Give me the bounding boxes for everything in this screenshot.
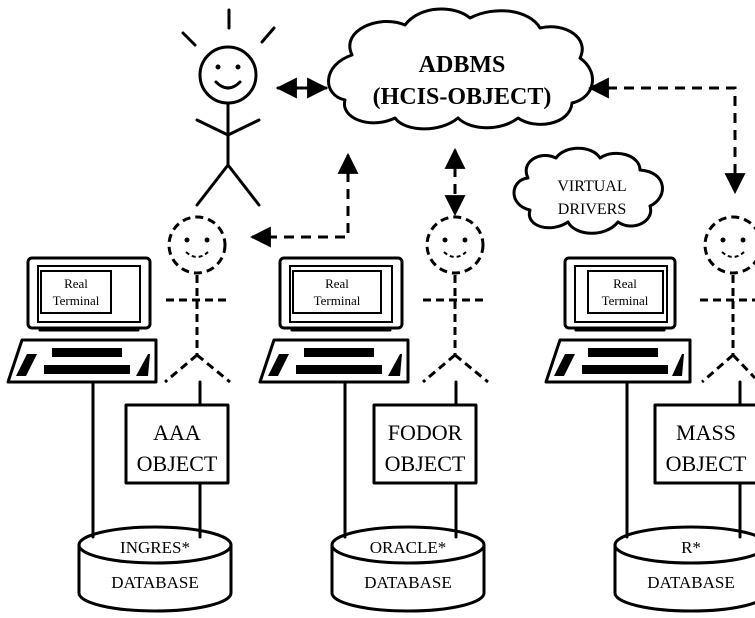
site-mass: Real Terminal MASS OBJECT R* [544,215,755,613]
terminal-2-label-line2: Terminal [314,293,361,308]
user-head [198,45,258,105]
virtual-drivers-cloud: VIRTUAL DRIVERS [512,146,664,235]
r-star-db-name: R* [681,538,701,557]
virtual-user-1 [164,215,231,384]
terminal-3-label-line1: Real [613,276,637,291]
real-terminal-2: Real Terminal [258,256,410,384]
r-star-db-label: DATABASE [647,573,734,592]
aaa-object-line2: OBJECT [137,451,218,476]
oracle-database: ORACLE* DATABASE [330,525,486,613]
terminal-1-label-line2: Terminal [53,293,100,308]
virtual-user-2 [422,215,489,384]
terminal-3-label-line2: Terminal [602,293,649,308]
aaa-object-box [124,403,230,485]
sun-rays [181,8,276,47]
real-user-figure [181,8,276,207]
ingres-db-name: INGRES* [120,538,190,557]
mass-object-box [653,403,755,485]
ingres-database: INGRES* DATABASE [77,525,233,613]
mass-object-line2: OBJECT [666,451,747,476]
adbms-subtitle: (HCIS-OBJECT) [373,84,552,110]
virtual-drivers-line1: VIRTUAL [557,178,626,195]
fodor-object-line1: FODOR [388,420,463,445]
adbms-title: ADBMS [419,52,506,78]
site-aaa: Real Terminal AAA OBJECT [6,215,233,613]
mass-object-line1: MASS [676,420,736,445]
oracle-db-name: ORACLE* [370,538,447,557]
terminal-2-label-line1: Real [325,276,349,291]
real-terminal-1: Real Terminal [6,256,158,384]
fodor-object-line2: OBJECT [385,451,466,476]
fodor-object-box [372,403,478,485]
virtual-drivers-line2: DRIVERS [558,201,626,218]
aaa-object-line1: AAA [153,420,201,445]
terminal-1-label-line1: Real [64,276,88,291]
adbms-mass-dashed-arrow [587,77,746,195]
oracle-db-label: DATABASE [364,573,451,592]
virtual-user-3 [700,215,755,384]
adbms-aaa-dashed-arrow [249,152,359,248]
adbms-cloud: ADBMS (HCIS-OBJECT) [327,7,594,131]
real-terminal-3: Real Terminal [544,256,692,384]
r-star-database: R* DATABASE [613,525,755,613]
site-fodor: Real Terminal FODOR OBJECT ORACLE* [258,215,489,613]
ingres-db-label: DATABASE [111,573,198,592]
